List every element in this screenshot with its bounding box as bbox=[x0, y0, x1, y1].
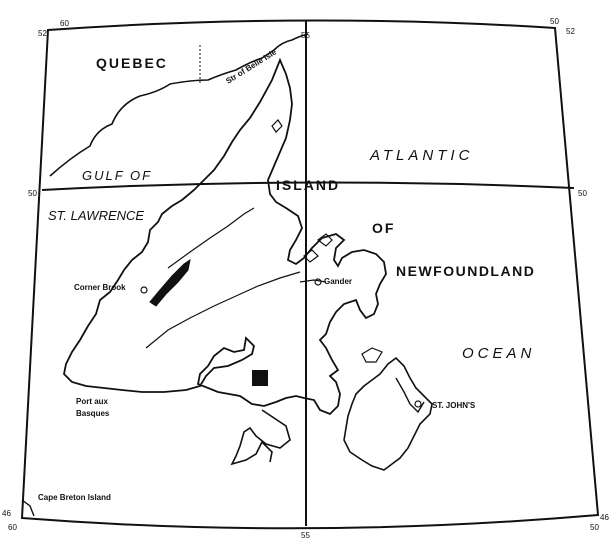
label-ocean: OCEAN bbox=[462, 345, 535, 362]
label-st-lawrence: ST. LAWRENCE bbox=[48, 208, 144, 223]
label-corner-brook: Corner Brook bbox=[74, 283, 126, 292]
lon-label-bottom-left: 60 bbox=[8, 523, 17, 532]
label-atlantic: ATLANTIC bbox=[369, 147, 473, 164]
lat-label-top-right: 52 bbox=[566, 27, 575, 36]
trinity-bay-arm bbox=[395, 377, 425, 414]
label-strait: Str of Belle Isle bbox=[224, 47, 278, 86]
label-of: OF bbox=[372, 220, 395, 236]
st-johns-marker bbox=[414, 400, 422, 408]
label-port-aux: Port aux bbox=[76, 397, 109, 406]
lat-label-top-left: 52 bbox=[38, 29, 47, 38]
grand-lake bbox=[149, 258, 191, 307]
label-basques: Basques bbox=[76, 409, 110, 418]
label-gulf-of: GULF OF bbox=[82, 168, 152, 183]
label-cape-breton: Cape Breton Island bbox=[38, 493, 111, 502]
map-frame bbox=[20, 19, 600, 530]
lat-label-mid-right: 50 bbox=[578, 189, 587, 198]
lat-label-mid-left: 50 bbox=[28, 189, 37, 198]
belle-isle bbox=[271, 119, 283, 133]
lon-label-top-mid: 55 bbox=[301, 31, 310, 40]
label-newfoundland: NEWFOUNDLAND bbox=[396, 263, 535, 279]
lon-label-bottom-right: 50 bbox=[590, 523, 599, 532]
inland-river-2 bbox=[167, 207, 255, 269]
lon-label-top-left: 60 bbox=[60, 19, 69, 28]
island-cluster-2 bbox=[361, 347, 383, 363]
burin-peninsula bbox=[230, 409, 291, 466]
gander-marker bbox=[314, 278, 322, 286]
label-island: ISLAND bbox=[276, 177, 340, 193]
gander-lake bbox=[299, 279, 327, 283]
label-st-johns: ST. JOHN'S bbox=[432, 401, 476, 410]
label-quebec: QUEBEC bbox=[96, 55, 168, 71]
parallel-50 bbox=[41, 181, 575, 191]
cape-breton-coast bbox=[21, 499, 35, 517]
lon-label-top-right: 50 bbox=[550, 17, 559, 26]
lat-label-bottom-right: 46 bbox=[600, 513, 609, 522]
avalon-peninsula bbox=[343, 356, 433, 471]
labrador-coast bbox=[49, 33, 309, 177]
island-cluster-1 bbox=[303, 233, 333, 263]
corner-brook-marker bbox=[140, 286, 148, 294]
study-site-marker bbox=[252, 370, 268, 386]
lat-label-bottom-left: 46 bbox=[2, 509, 11, 518]
label-gander: Gander bbox=[324, 277, 352, 286]
inland-river-1 bbox=[145, 271, 301, 349]
newfoundland-coast bbox=[63, 57, 387, 416]
lon-label-bottom-mid: 55 bbox=[301, 531, 310, 540]
